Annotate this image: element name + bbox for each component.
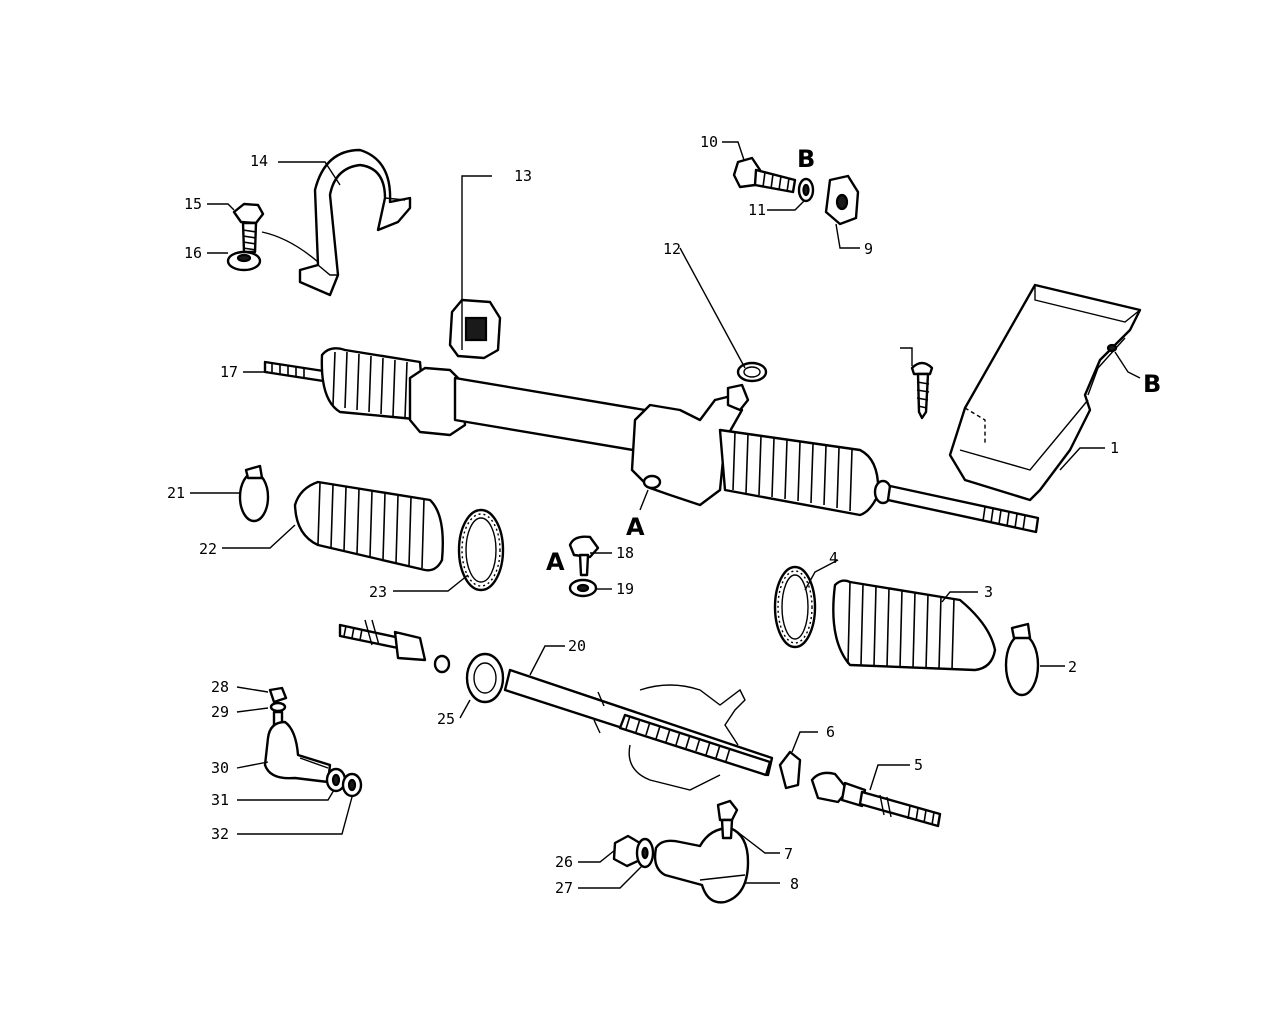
part-23-clamp-band [457,508,505,592]
part-6-seal [778,750,802,790]
part-1-heat-shield [948,283,1142,502]
part-21-boot-clip [238,464,270,523]
callout-10: 10 [700,133,718,151]
part-10-bolt [732,156,797,194]
part-30-tie-rod-end [263,710,332,784]
callout-6: 6 [826,723,835,741]
callout-16: 16 [184,244,202,262]
part-2-boot-clip [1004,622,1040,697]
callout-11: 11 [748,201,766,219]
left-inner-tie-rod [338,619,451,674]
leader-lines [190,141,1141,889]
part-3-bellows-boot [832,579,997,672]
part-5-inner-tie-rod [810,771,942,828]
part-27-washer [635,837,655,869]
callout-8: 8 [790,875,799,893]
callout-15: 15 [184,195,202,213]
part-18-bolt [568,535,600,577]
callout-18: 18 [616,544,634,562]
part-9-clip-nut [824,174,860,226]
part-8-tie-rod-end [653,826,750,904]
callout-2: 2 [1068,658,1077,676]
shield-screw [910,361,934,420]
ref-label-a-housing: A [626,513,645,541]
callout-27: 27 [555,879,573,897]
part-16-washer [226,250,262,272]
ref-label-a-bolt: A [546,548,565,576]
callout-25: 25 [437,710,455,728]
callout-20: 20 [568,637,586,655]
assembly-line [261,231,319,263]
part-19-washer [568,578,598,598]
part-14-clamp-bracket [298,148,412,297]
callout-29: 29 [211,703,229,721]
callout-22: 22 [199,540,217,558]
callout-17: 17 [220,363,238,381]
callout-9: 9 [864,240,873,258]
callout-4: 4 [829,549,838,567]
callout-21: 21 [167,484,185,502]
callout-32: 32 [211,825,229,843]
callout-19: 19 [616,580,634,598]
callout-30: 30 [211,759,229,777]
part-4-clamp-band [773,565,817,649]
part-12-lock-ring [736,361,768,383]
part-7-stud-nut [716,799,739,840]
callout-31: 31 [211,791,229,809]
callout-7: 7 [784,845,793,863]
rack-housing-assembly [263,347,1040,534]
part-20-rack-bar [503,668,774,791]
callout-28: 28 [211,678,229,696]
part-25-rack-bush [465,652,505,704]
callout-12: 12 [663,240,681,258]
ref-label-b-fastener: B [797,145,815,173]
part-28-nut [268,686,288,704]
callout-1: 1 [1110,439,1119,457]
part-15-bolt [232,202,265,254]
callout-23: 23 [369,583,387,601]
callout-5: 5 [914,756,923,774]
callout-26: 26 [555,853,573,871]
callout-3: 3 [984,583,993,601]
callout-labels: 1 2 3 4 5 6 7 8 9 10 11 12 13 14 15 16 1… [167,133,1161,897]
callout-14: 14 [250,152,268,170]
part-13-bush [448,298,502,360]
part-29-washer [269,701,287,713]
part-32-lock-nut [341,772,363,798]
callout-13: 13 [514,167,532,185]
part-11-washer [797,177,815,203]
part-31-lock-nut [325,767,347,793]
ref-label-b-shield: B [1143,370,1161,398]
part-22-bellows-boot [293,480,444,572]
